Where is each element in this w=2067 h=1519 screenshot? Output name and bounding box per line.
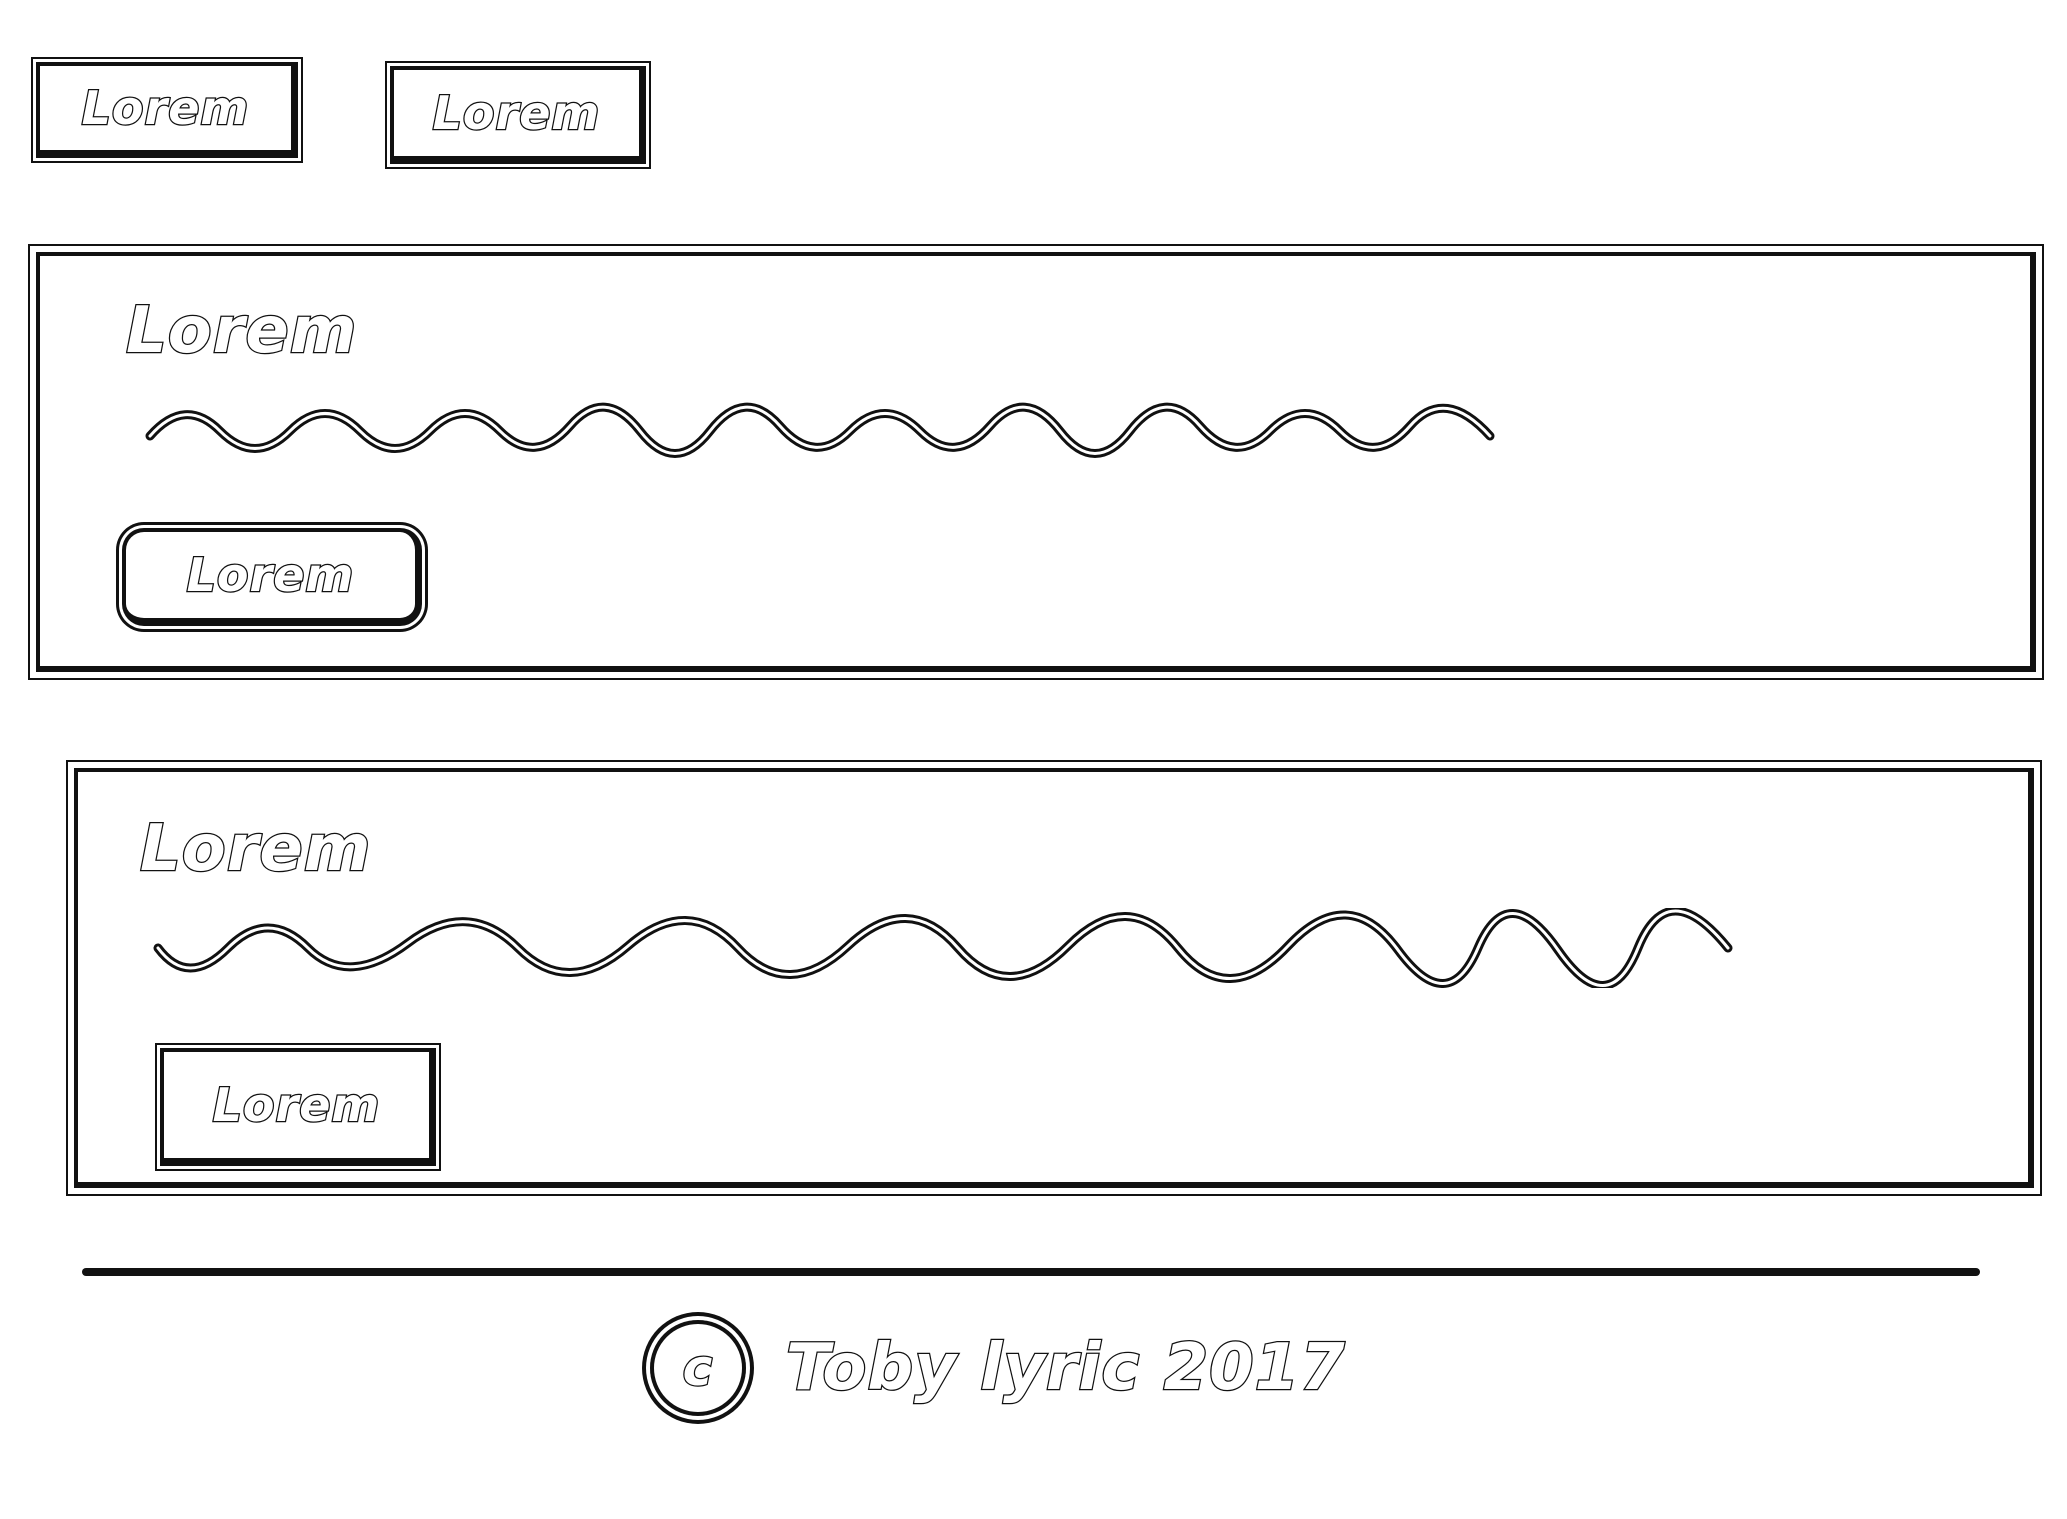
card-1-button-label: Lorem (185, 547, 355, 604)
card-1-button[interactable]: Lorem (122, 528, 422, 626)
footer-copyright-text: Toby lyric 2017 (785, 1330, 1346, 1407)
content-card-2: Lorem Lorem (66, 760, 2042, 1196)
copyright-symbol: c (681, 1338, 714, 1399)
card-2-text-placeholder (153, 908, 1733, 988)
card-2-title: Lorem (139, 811, 372, 888)
top-nav-button-2-label: Lorem (431, 85, 601, 142)
card-2-button[interactable]: Lorem (155, 1043, 441, 1171)
top-nav-button-1-label: Lorem (80, 80, 250, 137)
top-nav-button-1[interactable]: Lorem (31, 57, 303, 163)
footer: c Toby lyric 2017 (650, 1320, 1346, 1416)
top-nav-button-2[interactable]: Lorem (385, 61, 651, 169)
content-card-1: Lorem Lorem (28, 244, 2044, 680)
card-1-text-placeholder (145, 402, 1495, 458)
footer-divider (82, 1268, 1980, 1276)
copyright-icon: c (650, 1320, 746, 1416)
card-1-title: Lorem (125, 293, 358, 370)
card-2-button-label: Lorem (211, 1077, 381, 1134)
